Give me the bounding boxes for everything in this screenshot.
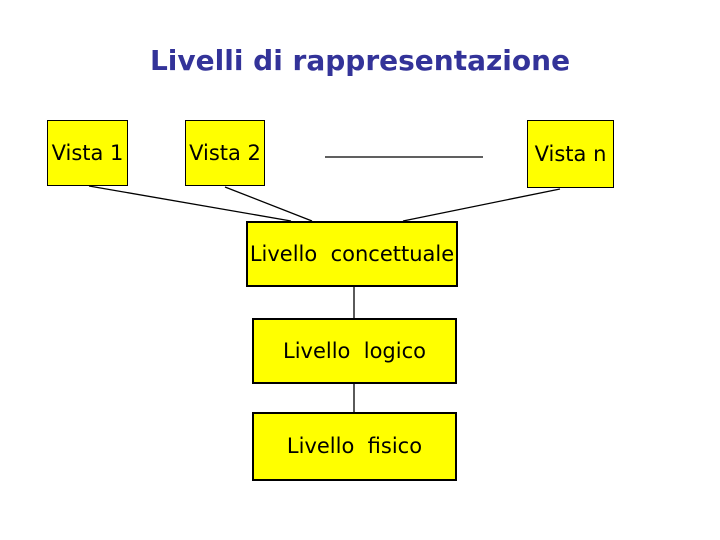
- livello-concettuale-box: Livello concettuale: [246, 221, 458, 287]
- vista-1-label: Vista 1: [51, 140, 124, 165]
- vista-1-box: Vista 1: [47, 120, 128, 186]
- livello-logico-label: Livello logico: [283, 338, 426, 363]
- vista-n-box: Vista n: [527, 120, 614, 188]
- livello-concettuale-label: Livello concettuale: [249, 241, 455, 266]
- livello-fisico-label: Livello fisico: [286, 434, 423, 458]
- line-vistan-to-concettuale: [402, 188, 561, 222]
- vista-2-label: Vista 2: [189, 140, 261, 165]
- line-vista2-to-concettuale: [224, 186, 313, 222]
- livello-logico-box: Livello logico: [252, 318, 457, 384]
- livello-fisico-box: Livello fisico: [252, 412, 457, 481]
- slide-title: Livelli di rappresentazione: [149, 44, 571, 77]
- line-vista1-to-concettuale: [88, 185, 292, 222]
- vista-n-label: Vista n: [534, 141, 607, 166]
- vista-2-box: Vista 2: [185, 120, 265, 186]
